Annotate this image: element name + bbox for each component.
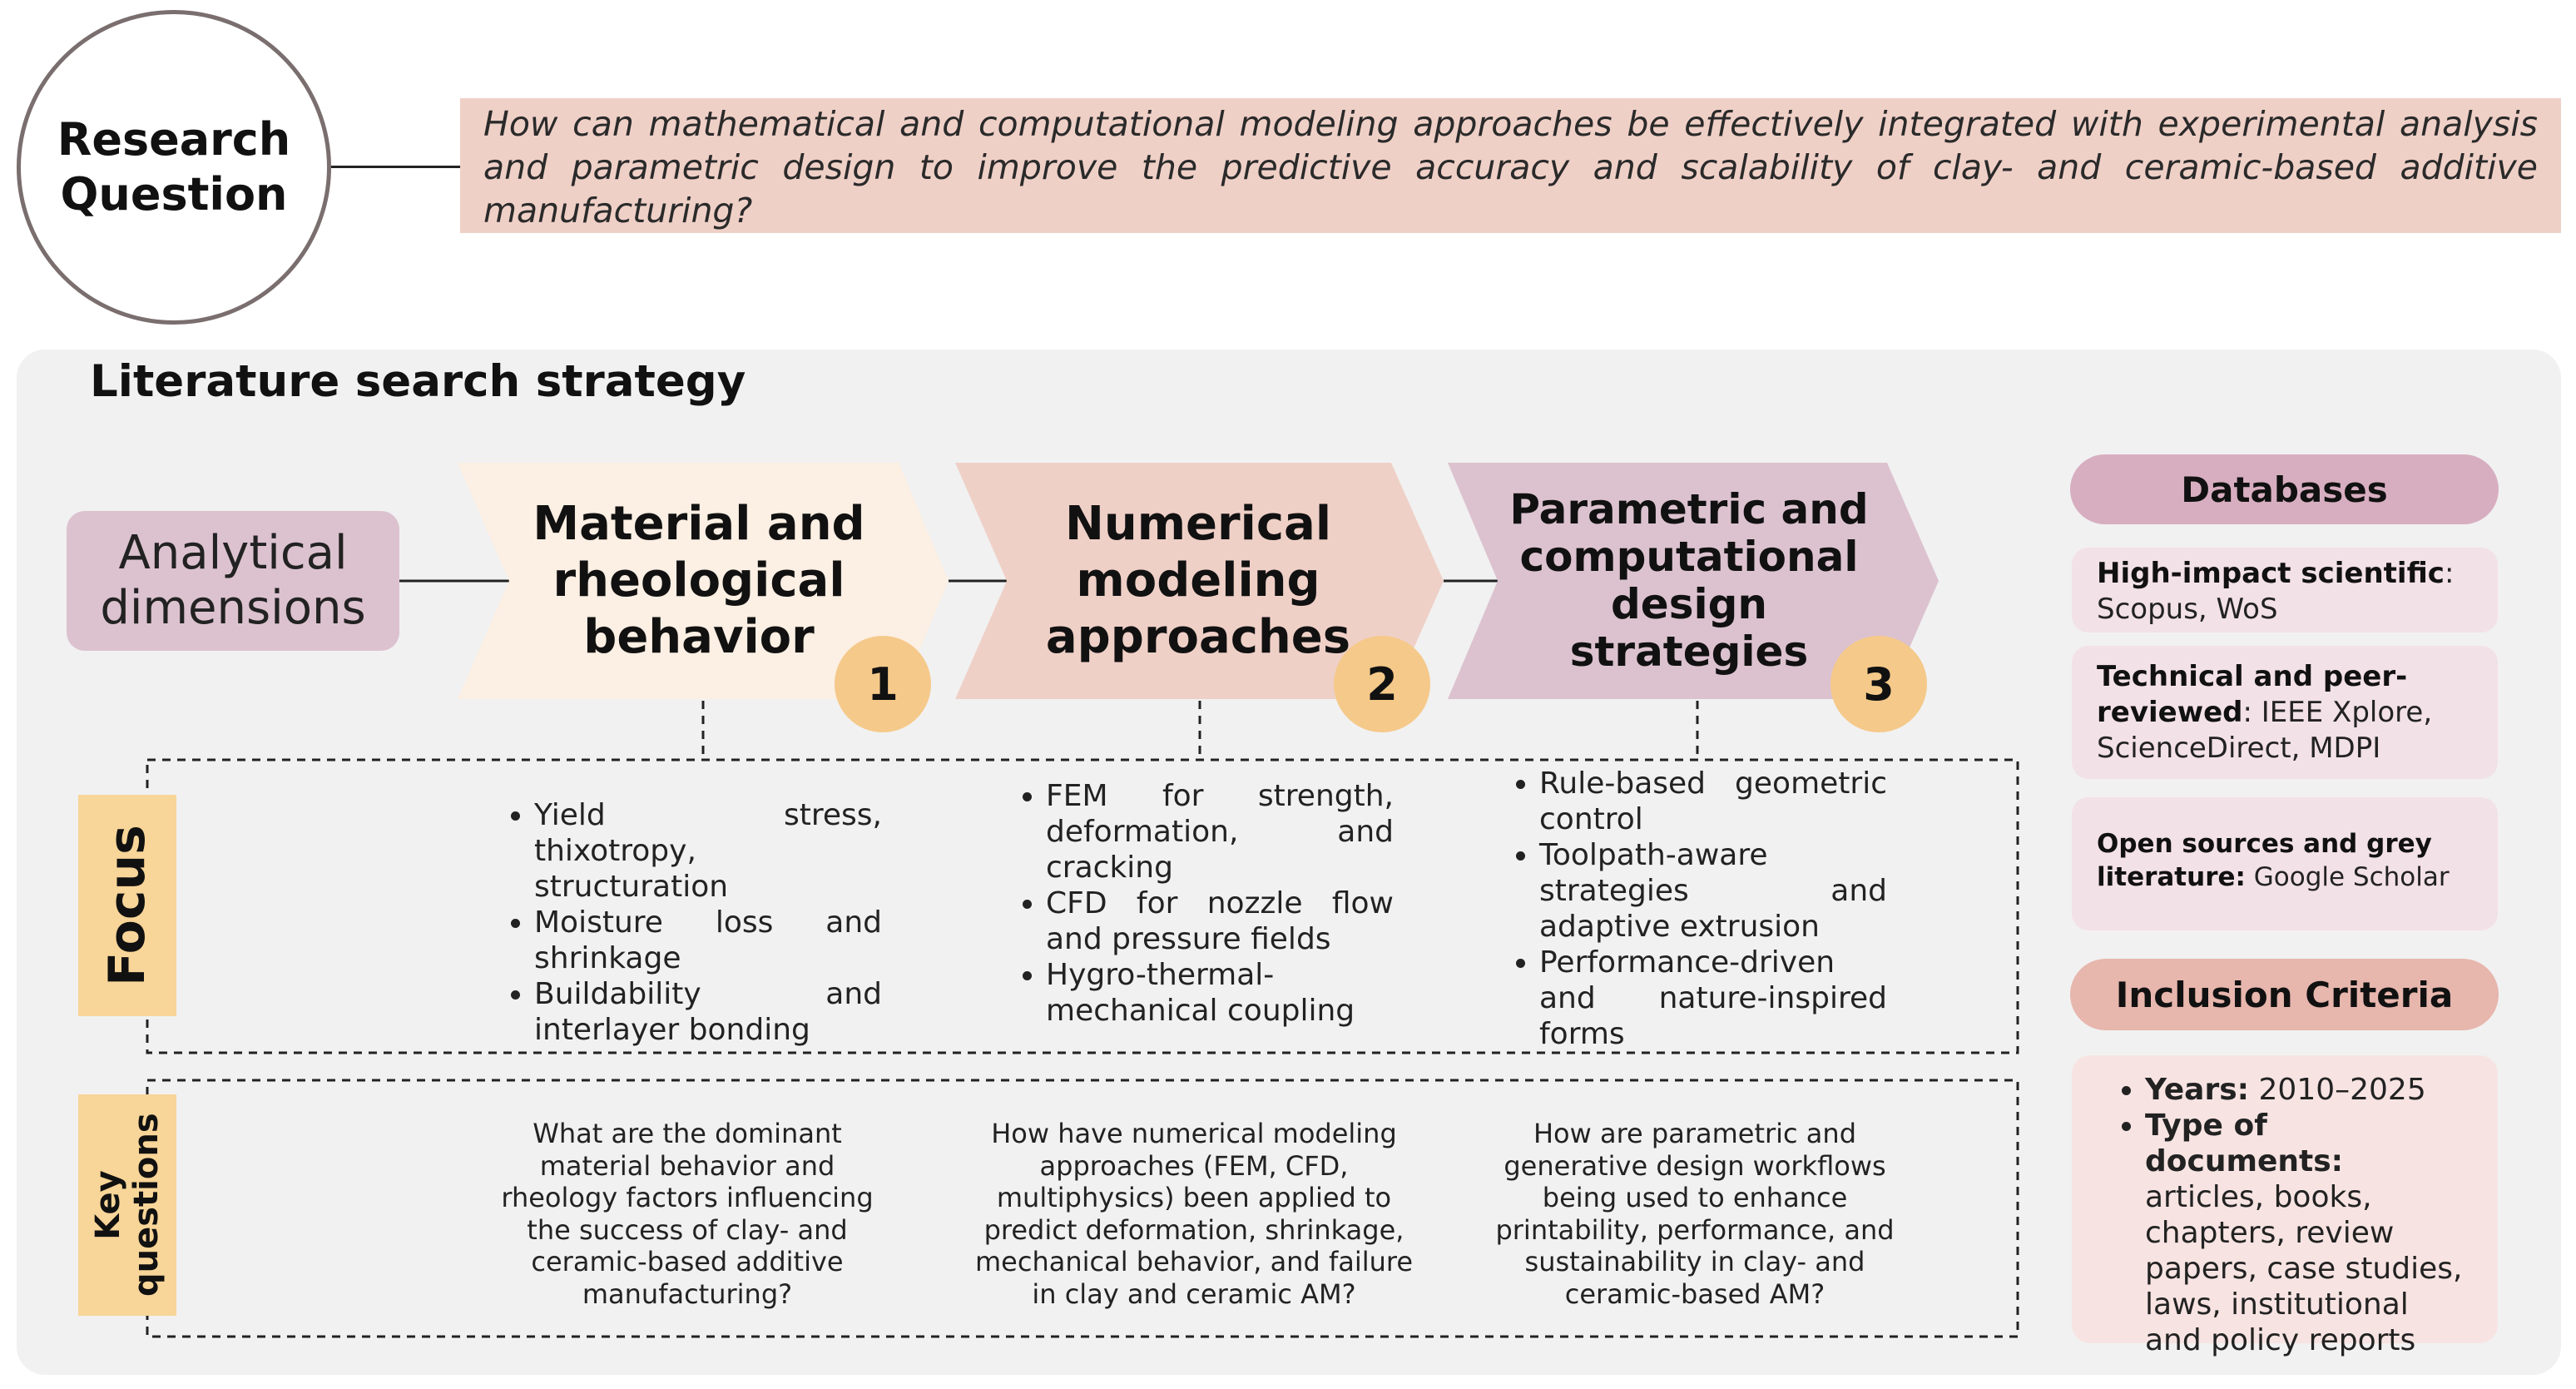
- focus-3-item-3: Performance-driven and nature-inspired f…: [1539, 945, 1887, 1052]
- chevron-2: [955, 463, 1444, 699]
- focus-1-item-1: Yield stress, thixotropy, structuration: [534, 797, 882, 905]
- dimension-2-number-badge: 2: [1334, 636, 1430, 732]
- focus-1-item-2: Moisture loss and shrinkage: [534, 905, 882, 976]
- types-label: Type of documents:: [2145, 1109, 2344, 1178]
- focus-1-item-3: Buildability and interlayer bonding: [534, 976, 882, 1048]
- analytical-dimensions-label: Analytical dimensions: [100, 526, 366, 635]
- database-3-sources: Google Scholar: [2245, 862, 2450, 892]
- focus-2-item-3: Hygro-thermal-mechanical coupling: [1046, 957, 1394, 1029]
- focus-3-item-1: Rule-based geometric control: [1539, 766, 1887, 837]
- focus-3-item-2: Toolpath-aware strategies and adaptive e…: [1539, 837, 1887, 945]
- dimension-2-title: Numerical modeling approaches: [1045, 496, 1351, 664]
- chevron-3: [1448, 463, 1939, 699]
- years-value: 2010–2025: [2249, 1073, 2426, 1107]
- database-1-category: High-impact scientific: [2097, 557, 2445, 590]
- dimension-1-number-badge: 1: [835, 636, 931, 732]
- dimension-3-title: Parametric and computational design stra…: [1509, 485, 1869, 676]
- database-card-2: Technical and peer-reviewed: IEEE Xplore…: [2072, 646, 2498, 779]
- database-2-category: Technical and peer-reviewed: [2097, 660, 2408, 729]
- databases-header: Databases: [2070, 454, 2499, 524]
- inclusion-types: Type of documents:articles, books, chapt…: [2145, 1108, 2473, 1358]
- database-card-3: Open sources and grey literature: Google…: [2072, 797, 2498, 930]
- dimension-1-title: Material and rheological behavior: [533, 496, 865, 664]
- inclusion-criteria-card: Years: 2010–2025 Type of documents:artic…: [2072, 1055, 2498, 1357]
- panel-title: Literature search strategy: [90, 356, 746, 407]
- key-question-2: How have numerical modeling approaches (…: [974, 1118, 1414, 1310]
- key-question-3: How are parametric and generative design…: [1495, 1118, 1895, 1310]
- focus-label: Focus: [98, 825, 156, 986]
- connector-line: [331, 166, 460, 168]
- database-3-category: Open sources and grey literature:: [2097, 829, 2432, 892]
- database-2-sources: : IEEE Xplore, ScienceDirect, MDPI: [2097, 696, 2433, 765]
- dimension-3-number-badge: 3: [1830, 636, 1927, 732]
- focus-list-3: Rule-based geometric control Toolpath-aw…: [1496, 766, 1887, 1052]
- analytical-dimensions-box: Analytical dimensions: [67, 511, 399, 651]
- key-questions-tab: Key questions: [78, 1094, 176, 1316]
- inclusion-criteria-header: Inclusion Criteria: [2070, 959, 2499, 1030]
- key-questions-label: Key questions: [89, 1113, 166, 1297]
- research-question-text: How can mathematical and computational m…: [460, 98, 2561, 233]
- focus-list-1: Yield stress, thixotropy, structuration …: [491, 797, 882, 1048]
- focus-2-item-2: CFD for nozzle flow and pressure fields: [1046, 885, 1394, 957]
- database-card-1: High-impact scientific: Scopus, WoS: [2072, 548, 2498, 632]
- focus-tab: Focus: [78, 795, 176, 1016]
- research-question-label: Research Question: [57, 113, 291, 221]
- years-label: Years:: [2145, 1073, 2250, 1107]
- types-value: articles, books, chapters, review papers…: [2145, 1180, 2463, 1357]
- focus-2-item-1: FEM for strength, deformation, and crack…: [1046, 778, 1394, 885]
- research-question-circle: Research Question: [17, 10, 331, 325]
- chevron-1: [458, 463, 949, 699]
- database-1-sources: : Scopus, WoS: [2097, 557, 2455, 626]
- key-question-1: What are the dominant material behavior …: [501, 1118, 874, 1310]
- focus-list-2: FEM for strength, deformation, and crack…: [1003, 778, 1394, 1029]
- inclusion-years: Years: 2010–2025: [2145, 1072, 2473, 1108]
